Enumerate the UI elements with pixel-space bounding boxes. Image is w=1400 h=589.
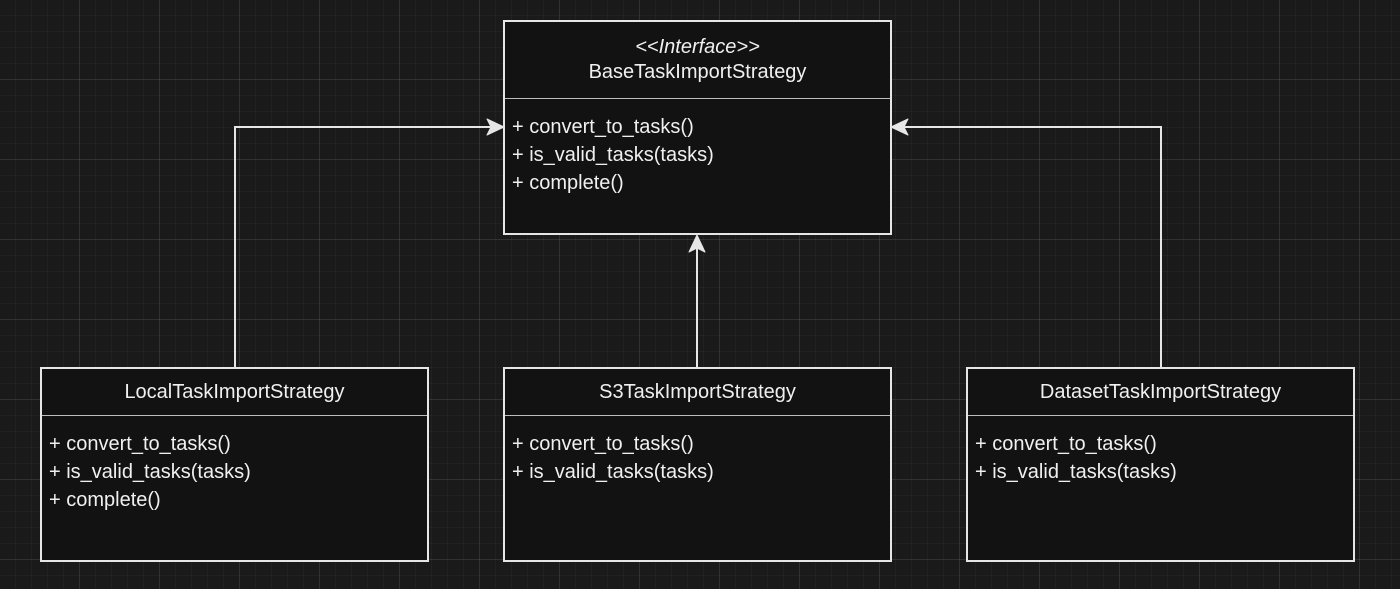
method-is-valid-tasks: + is_valid_tasks(tasks): [975, 461, 1177, 483]
method-is-valid-tasks: + is_valid_tasks(tasks): [512, 144, 714, 166]
class-s3-task-import-strategy[interactable]: S3TaskImportStrategy + convert_to_tasks(…: [503, 367, 892, 562]
method-convert-to-tasks: + convert_to_tasks(): [512, 116, 694, 138]
class-local-task-import-strategy[interactable]: LocalTaskImportStrategy + convert_to_tas…: [40, 367, 429, 562]
interface-header: <<Interface>> BaseTaskImportStrategy: [505, 22, 890, 99]
class-methods: + convert_to_tasks() + is_valid_tasks(ta…: [42, 416, 427, 514]
method-convert-to-tasks: + convert_to_tasks(): [975, 433, 1157, 455]
method-convert-to-tasks: + convert_to_tasks(): [49, 433, 231, 455]
class-header: S3TaskImportStrategy: [505, 369, 890, 416]
class-methods: + convert_to_tasks() + is_valid_tasks(ta…: [505, 416, 890, 486]
connector-dataset-to-base[interactable]: [902, 126, 1162, 367]
class-name: LocalTaskImportStrategy: [124, 381, 345, 403]
class-dataset-task-import-strategy[interactable]: DatasetTaskImportStrategy + convert_to_t…: [966, 367, 1355, 562]
arrowhead-dataset-icon: [890, 118, 909, 136]
interface-base-task-import-strategy[interactable]: <<Interface>> BaseTaskImportStrategy + c…: [503, 20, 892, 235]
class-methods: + convert_to_tasks() + is_valid_tasks(ta…: [968, 416, 1353, 486]
interface-name: BaseTaskImportStrategy: [588, 61, 807, 83]
method-complete: + complete(): [49, 489, 161, 511]
method-is-valid-tasks: + is_valid_tasks(tasks): [49, 461, 251, 483]
method-is-valid-tasks: + is_valid_tasks(tasks): [512, 461, 714, 483]
method-complete: + complete(): [512, 172, 624, 194]
class-header: LocalTaskImportStrategy: [42, 369, 427, 416]
interface-methods: + convert_to_tasks() + is_valid_tasks(ta…: [505, 99, 890, 197]
class-name: DatasetTaskImportStrategy: [1039, 381, 1282, 403]
arrowhead-local-icon: [486, 118, 505, 136]
connector-local-to-base[interactable]: [234, 126, 493, 367]
method-convert-to-tasks: + convert_to_tasks(): [512, 433, 694, 455]
arrowhead-s3-icon: [688, 234, 706, 253]
class-header: DatasetTaskImportStrategy: [968, 369, 1353, 416]
class-name: S3TaskImportStrategy: [599, 381, 796, 403]
interface-stereotype: <<Interface>>: [635, 36, 760, 58]
